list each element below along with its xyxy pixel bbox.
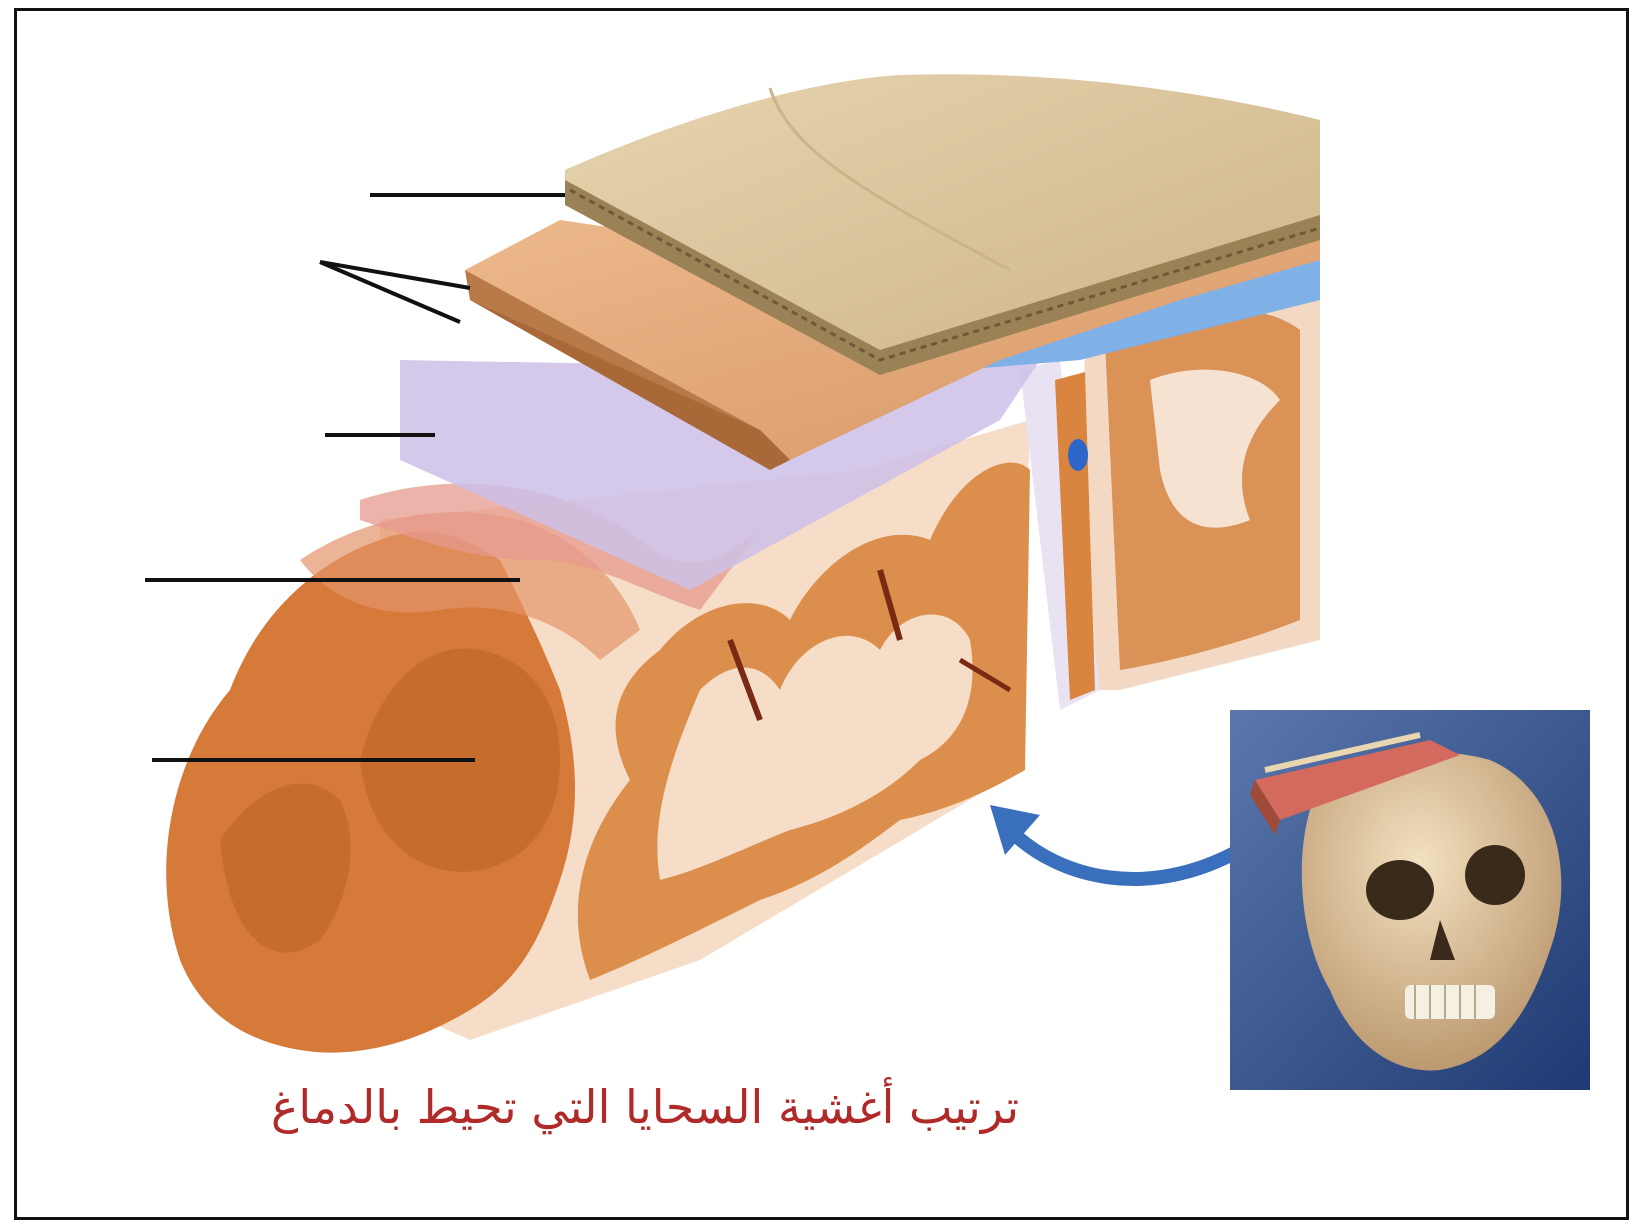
label-line-dura-mater-2	[320, 262, 460, 322]
location-arrow	[1010, 830, 1240, 879]
label-line-dura-mater	[320, 262, 470, 288]
figure-caption: ترتيب أغشية السحايا التي تحيط بالدماغ	[150, 1080, 1140, 1134]
skull-inset	[1230, 710, 1590, 1090]
